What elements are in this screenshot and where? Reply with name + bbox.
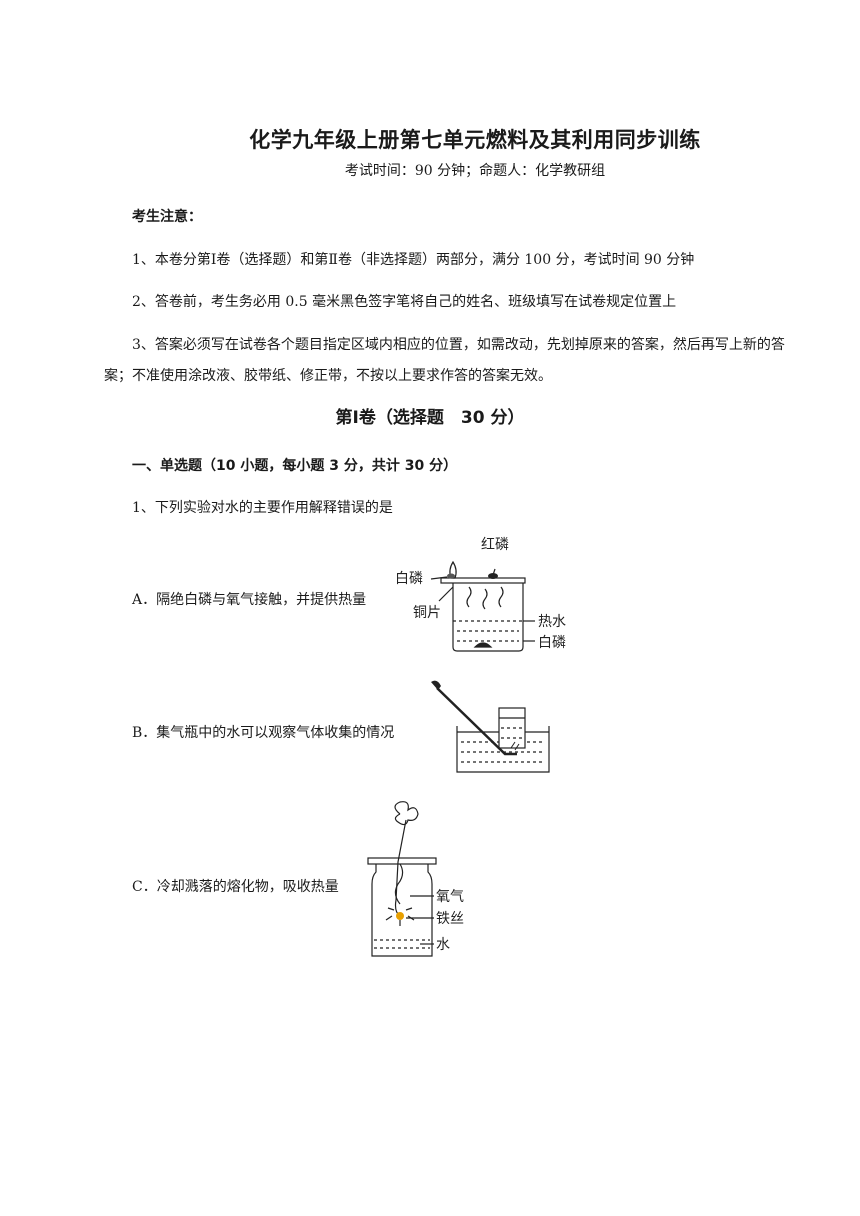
label-white-phosphorus-bottom: 白磷	[538, 635, 566, 651]
label-white-phosphorus-top: 白磷	[395, 571, 423, 587]
label-oxygen: 氧气	[436, 889, 464, 905]
notice-heading: 考生注意：	[132, 209, 202, 225]
page-title: 化学九年级上册第七单元燃料及其利用同步训练	[249, 128, 701, 152]
label-copper-plate: 铜片	[413, 605, 441, 621]
option-a: A．隔绝白磷与氧气接触，并提供热量	[132, 592, 367, 608]
label-iron-wire: 铁丝	[436, 911, 464, 927]
question-stem: 1、下列实验对水的主要作用解释错误的是	[132, 500, 393, 516]
notice-item-1: 1、本卷分第Ⅰ卷（选择题）和第Ⅱ卷（非选择题）两部分，满分 100 分，考试时间…	[132, 252, 695, 268]
figure-gas-collection	[431, 680, 550, 773]
figure-iron-combustion: 氧气 铁丝 水	[367, 801, 464, 957]
notice-item-2: 2、答卷前，考生务必用 0.5 毫米黑色签字笔将自己的姓名、班级填写在试卷规定位…	[132, 294, 677, 310]
label-hot-water: 热水	[538, 614, 566, 630]
figure-phosphorus-combustion: 红磷 白磷 铜片 热水 白磷	[395, 537, 566, 652]
label-water: 水	[436, 937, 450, 953]
label-red-phosphorus: 红磷	[481, 537, 509, 553]
option-c: C．冷却溅落的熔化物，吸收热量	[132, 879, 339, 895]
part-title: 一、单选题（10 小题，每小题 3 分，共计 30 分）	[132, 458, 458, 474]
notice-item-3: 3、答案必须写在试卷各个题目指定区域内相应的位置，如需改动，先划掉原来的答案，然…	[104, 337, 785, 384]
section-title: 第Ⅰ卷（选择题 30 分）	[335, 408, 525, 428]
option-b: B．集气瓶中的水可以观察气体收集的情况	[132, 725, 395, 741]
exam-info: 考试时间：90 分钟；命题人：化学教研组	[344, 163, 606, 179]
